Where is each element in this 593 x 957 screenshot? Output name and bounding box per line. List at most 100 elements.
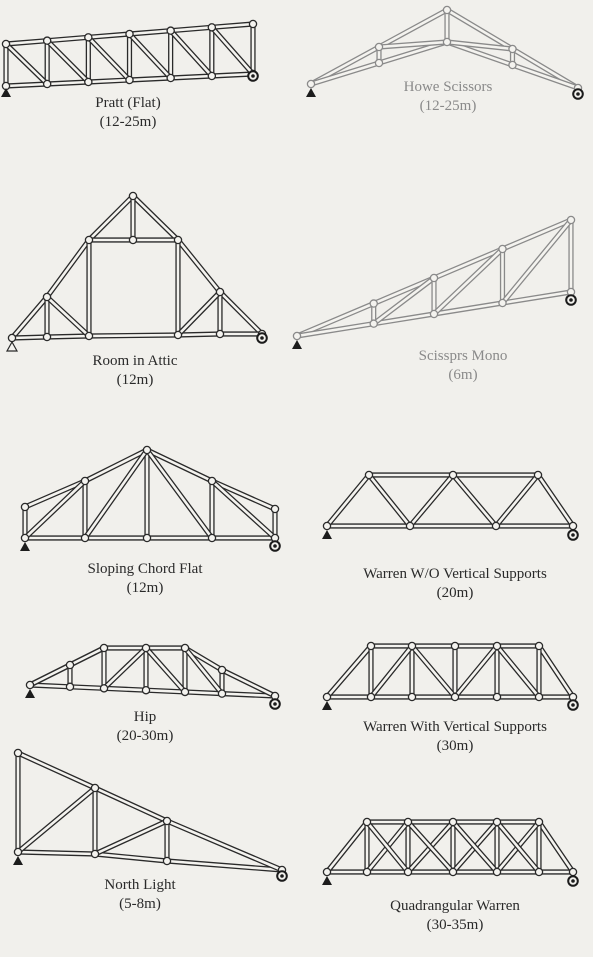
roller-support-center <box>569 298 573 302</box>
joint-node <box>534 867 544 877</box>
truss-member-core <box>16 850 97 856</box>
truss-pratt-flat <box>1 19 259 97</box>
truss-member-core <box>432 247 504 316</box>
pin-support-icon <box>322 876 332 885</box>
joint-node <box>207 71 217 81</box>
pin-support-icon <box>306 88 316 97</box>
truss-member-core <box>169 26 214 32</box>
joint-node <box>99 643 109 653</box>
joint-node <box>448 470 458 480</box>
truss-member-core <box>165 819 284 872</box>
truss-member-core <box>87 194 135 242</box>
truss-member-core <box>372 312 436 325</box>
truss-howe-scissors <box>306 5 584 100</box>
truss-member-core <box>144 646 187 694</box>
joint-node <box>498 298 507 308</box>
caption-sloping-chord-flat: Sloping Chord Flat (12m) <box>60 560 230 598</box>
pin-support-icon <box>13 856 23 865</box>
truss-member-core <box>23 479 87 509</box>
joint-node <box>125 29 134 39</box>
joint-node <box>128 191 138 201</box>
joint-node <box>162 816 172 826</box>
joint-node <box>403 817 413 827</box>
truss-name: Howe Scissors <box>403 79 493 95</box>
joint-node <box>42 292 52 302</box>
truss-name: Quadrangular Warren <box>390 898 520 914</box>
pin-support-icon <box>5 340 19 352</box>
joint-node <box>180 643 190 653</box>
joint-node <box>84 331 94 341</box>
truss-member-core <box>176 290 222 337</box>
truss-member-core <box>451 820 499 874</box>
joint-node <box>166 26 175 35</box>
joint-node <box>173 330 183 340</box>
truss-name: Scissprs Mono <box>418 348 508 364</box>
truss-member-core <box>87 32 131 39</box>
joint-node <box>498 244 507 254</box>
truss-member-core <box>537 820 575 874</box>
joint-node <box>491 521 501 531</box>
joint-node <box>429 309 439 319</box>
truss-member-core <box>501 218 573 251</box>
roller-support-center <box>273 544 277 548</box>
roller-support-center <box>576 92 580 96</box>
truss-member-core <box>87 78 131 84</box>
joint-node <box>217 689 227 698</box>
truss-member-core <box>4 39 49 46</box>
joint-node <box>366 692 376 702</box>
joint-node <box>292 331 302 341</box>
joint-node <box>207 476 217 486</box>
joint-node <box>448 817 458 827</box>
joint-node <box>362 817 372 827</box>
joint-node <box>141 685 151 695</box>
truss-span: (5-8m) <box>119 896 161 912</box>
pin-support-icon <box>1 88 11 97</box>
truss-member-core <box>45 238 91 299</box>
truss-member-core <box>87 36 131 82</box>
joint-node <box>369 299 378 308</box>
truss-member-core <box>494 473 540 528</box>
caption-pratt-flat: Pratt (Flat) (12-25m) <box>68 94 188 132</box>
truss-member-core <box>83 448 149 483</box>
truss-member-core <box>453 644 499 699</box>
pin-support-icon <box>322 701 332 710</box>
truss-member-core <box>176 332 222 337</box>
truss-span: (30-35m) <box>426 917 484 933</box>
joint-node <box>364 470 374 480</box>
truss-member-core <box>536 473 575 528</box>
truss-member-core <box>220 692 277 698</box>
joint-node <box>207 533 217 543</box>
joint-node <box>374 42 384 52</box>
truss-member-core <box>218 290 264 336</box>
truss-member-core <box>28 683 72 689</box>
joint-node <box>492 641 502 651</box>
truss-span: (12m) <box>116 372 154 388</box>
joint-node <box>534 692 544 702</box>
truss-member-core <box>145 448 214 483</box>
truss-member-core <box>495 644 541 699</box>
joint-node <box>99 684 109 693</box>
pin-support-icon <box>25 689 35 698</box>
joint-node <box>84 33 93 42</box>
joint-node <box>568 521 578 531</box>
joint-node <box>1 39 11 49</box>
truss-member-core <box>144 688 187 694</box>
joint-node <box>322 521 332 531</box>
truss-member-core <box>4 42 49 86</box>
joint-node <box>322 867 332 877</box>
joint-node <box>141 643 151 653</box>
truss-quadrangular-warren <box>322 817 579 887</box>
joint-node <box>450 692 460 702</box>
joint-node <box>180 687 190 697</box>
caption-hip: Hip (20-30m) <box>90 708 200 746</box>
truss-room-in-attic <box>5 191 268 352</box>
joint-node <box>125 75 134 85</box>
truss-member-core <box>176 238 222 294</box>
truss-member-core <box>210 26 255 76</box>
truss-member-core <box>406 820 455 874</box>
truss-member-core <box>102 687 148 692</box>
joint-node <box>90 849 100 859</box>
truss-member-core <box>10 295 49 340</box>
